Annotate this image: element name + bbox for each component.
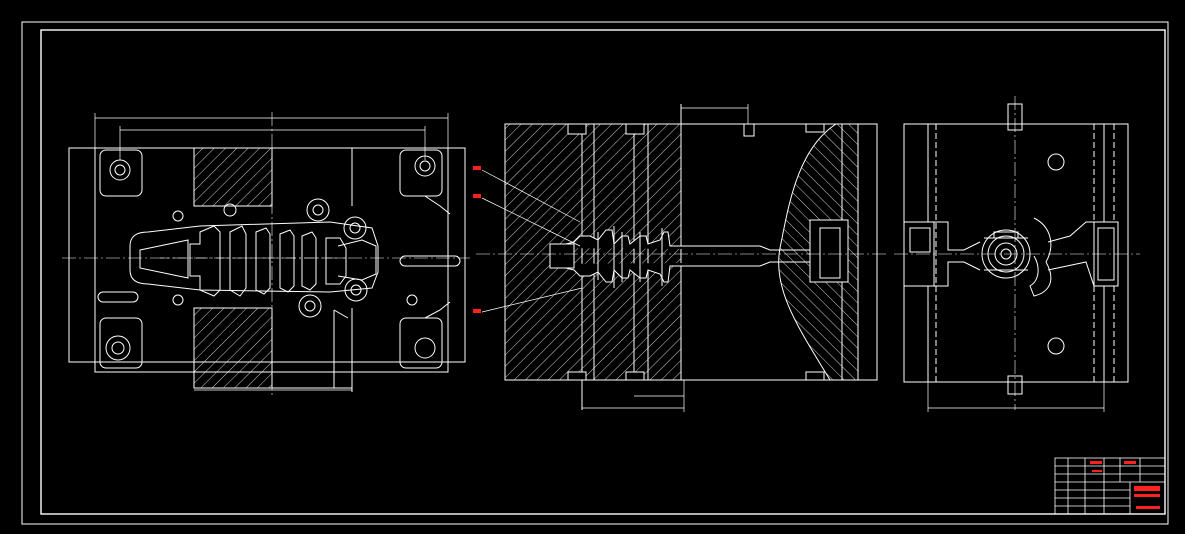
front-view [62, 112, 470, 395]
side-view [894, 96, 1140, 412]
title-block-red-marks [1090, 461, 1160, 509]
title-block [1054, 457, 1166, 515]
section-leader-tags [473, 166, 481, 313]
sheet-frame [21, 21, 1169, 525]
section-view [476, 104, 886, 412]
